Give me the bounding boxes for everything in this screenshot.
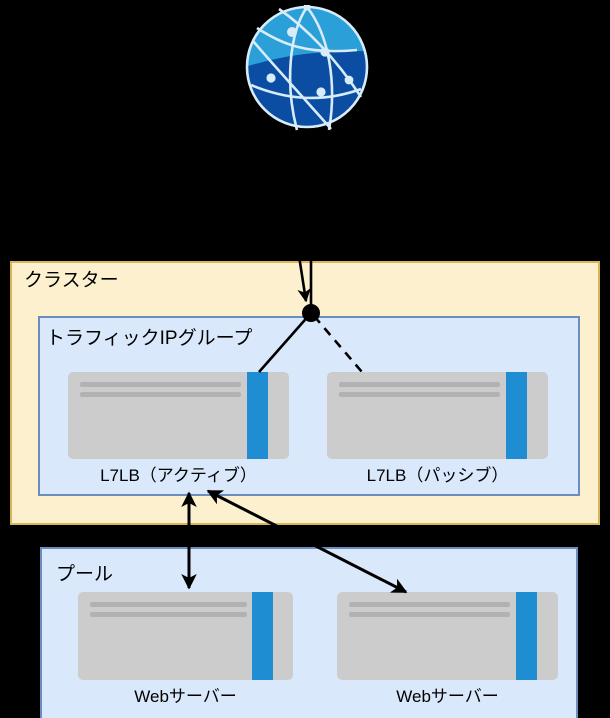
server-slot-line [89,602,247,608]
server-label-web-server-2: Webサーバー [396,687,499,706]
globe-icon-svg [245,3,369,131]
server-icon-web-server-1[interactable] [78,592,293,680]
server-icon-l7lb-active[interactable] [68,372,289,459]
server-body [327,372,548,459]
server-icon-web-server-2[interactable] [337,592,558,680]
server-slot-line [80,391,242,397]
server-accent-bar [516,592,537,680]
server-slot-line [80,382,242,387]
cluster-label: クラスター [24,270,119,291]
server-label-l7lb-passive: L7LB（パッシブ） [366,466,509,485]
server-label-web-server-1: Webサーバー [134,687,237,706]
traffic-ip-group-label: トラフィックIPグループ [46,328,253,349]
server-accent-bar [252,592,273,680]
server-slot-line [89,611,247,617]
server-slot-line [339,382,501,387]
server-accent-bar [247,372,268,459]
globe-icon [245,3,370,133]
server-body [78,592,293,680]
server-slot-line [349,602,511,608]
server-slot-line [339,391,501,397]
server-label-l7lb-active: L7LB（アクティブ） [100,466,257,485]
server-body [337,592,558,680]
pool-label: プール [56,564,114,585]
server-icon-l7lb-passive[interactable] [327,372,548,459]
server-slot-line [349,611,511,617]
server-accent-bar [506,372,527,459]
server-body [68,372,289,459]
